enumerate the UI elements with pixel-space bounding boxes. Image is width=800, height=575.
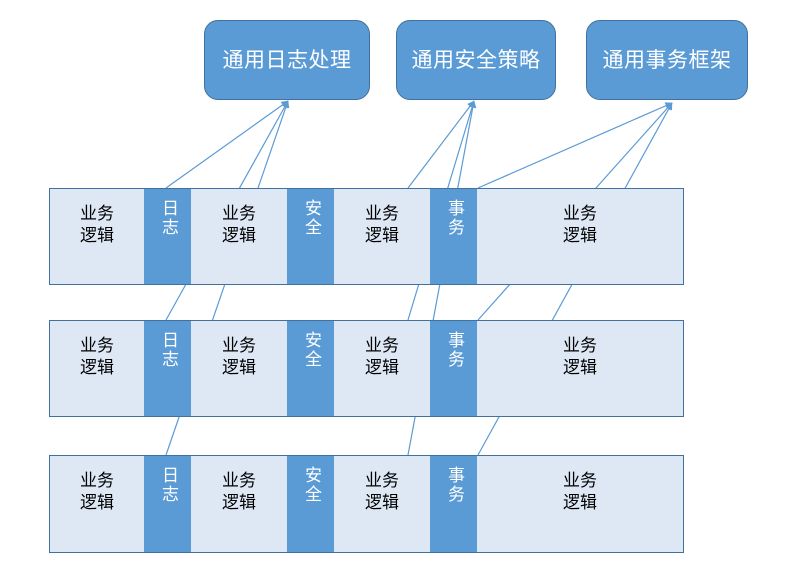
- segment-label: 业务 逻辑: [80, 471, 114, 514]
- segment-label: 安全: [301, 199, 321, 237]
- aspect-segment-logging: 日志: [144, 321, 191, 416]
- concern-box-transaction[interactable]: 通用事务框架: [586, 20, 748, 100]
- segment-label: 业务 逻辑: [365, 336, 399, 379]
- segment-label: 业务 逻辑: [80, 204, 114, 247]
- segment-label: 安全: [301, 466, 321, 504]
- segment-label: 事务: [444, 199, 464, 237]
- business-logic-segment: 业务 逻辑: [50, 321, 144, 416]
- connector-row-1-logging: [165, 100, 289, 189]
- segment-label: 业务 逻辑: [222, 471, 256, 514]
- segment-label: 日志: [158, 331, 178, 369]
- aspect-segment-transaction: 事务: [430, 321, 477, 416]
- aspect-segment-transaction: 事务: [430, 189, 477, 284]
- segment-label: 业务 逻辑: [365, 471, 399, 514]
- aspect-segment-logging: 日志: [144, 189, 191, 284]
- business-logic-segment: 业务 逻辑: [334, 321, 430, 416]
- business-logic-segment: 业务 逻辑: [50, 189, 144, 284]
- concern-box-logging[interactable]: 通用日志处理: [204, 20, 370, 100]
- segment-label: 业务 逻辑: [563, 336, 597, 379]
- concern-box-label: 通用日志处理: [222, 47, 352, 72]
- aspect-segment-transaction: 事务: [430, 456, 477, 552]
- concern-box-label: 通用安全策略: [411, 47, 541, 72]
- concern-box-security[interactable]: 通用安全策略: [396, 20, 556, 100]
- segment-label: 业务 逻辑: [222, 204, 256, 247]
- business-logic-segment: 业务 逻辑: [334, 456, 430, 552]
- connector-row-1-security: [407, 100, 475, 189]
- aspect-segment-security: 安全: [287, 321, 334, 416]
- business-logic-segment: 业务 逻辑: [50, 456, 144, 552]
- business-logic-segment: 业务 逻辑: [191, 456, 287, 552]
- business-logic-segment: 业务 逻辑: [334, 189, 430, 284]
- aspect-segment-security: 安全: [287, 189, 334, 284]
- segment-label: 业务 逻辑: [365, 204, 399, 247]
- business-logic-segment: 业务 逻辑: [477, 189, 683, 284]
- concern-box-label: 通用事务框架: [602, 47, 732, 72]
- layer-row-2: 业务 逻辑 日志 业务 逻辑 安全 业务 逻辑 事务 业务 逻辑: [49, 320, 684, 417]
- segment-label: 业务 逻辑: [563, 204, 597, 247]
- business-logic-segment: 业务 逻辑: [477, 321, 683, 416]
- segment-label: 日志: [158, 199, 178, 237]
- segment-label: 事务: [444, 331, 464, 369]
- aspect-segment-security: 安全: [287, 456, 334, 552]
- segment-label: 日志: [158, 466, 178, 504]
- segment-label: 安全: [301, 331, 321, 369]
- business-logic-segment: 业务 逻辑: [191, 189, 287, 284]
- layer-row-1: 业务 逻辑 日志 业务 逻辑 安全 业务 逻辑 事务 业务 逻辑: [49, 188, 684, 285]
- segment-label: 业务 逻辑: [563, 471, 597, 514]
- layer-row-3: 业务 逻辑 日志 业务 逻辑 安全 业务 逻辑 事务 业务 逻辑: [49, 455, 684, 553]
- segment-label: 业务 逻辑: [222, 336, 256, 379]
- connector-row-1-transaction: [477, 102, 673, 189]
- business-logic-segment: 业务 逻辑: [191, 321, 287, 416]
- business-logic-segment: 业务 逻辑: [477, 456, 683, 552]
- segment-label: 事务: [444, 466, 464, 504]
- segment-label: 业务 逻辑: [80, 336, 114, 379]
- aspect-segment-logging: 日志: [144, 456, 191, 552]
